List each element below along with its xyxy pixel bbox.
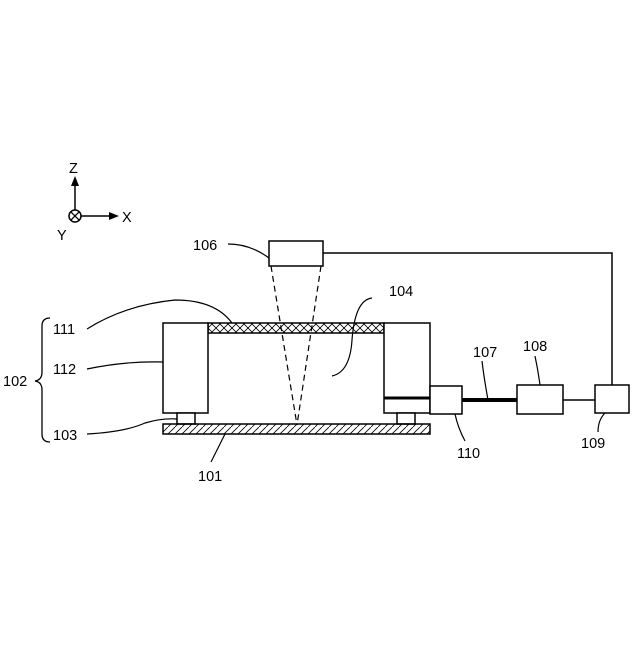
label-103: 103 bbox=[53, 428, 77, 444]
z-arrowhead bbox=[71, 176, 79, 186]
component-103-left-foot bbox=[177, 413, 195, 424]
component-103-right-foot bbox=[397, 413, 415, 424]
label-110: 110 bbox=[457, 446, 480, 462]
component-108-box bbox=[517, 385, 563, 414]
coordinate-axes: Z X Y bbox=[57, 161, 132, 244]
label-108: 108 bbox=[523, 339, 547, 355]
component-109-box bbox=[595, 385, 629, 413]
view-cone-right bbox=[297, 266, 321, 425]
y-axis-label: Y bbox=[57, 228, 67, 244]
label-112: 112 bbox=[53, 362, 76, 378]
component-106-box bbox=[269, 241, 323, 266]
x-arrowhead bbox=[109, 212, 119, 220]
label-109: 109 bbox=[581, 436, 605, 452]
label-107: 107 bbox=[473, 345, 497, 361]
x-axis-label: X bbox=[122, 210, 132, 226]
z-axis-label: Z bbox=[69, 161, 78, 177]
leader-112 bbox=[87, 362, 163, 369]
component-111-window bbox=[208, 323, 384, 333]
leader-104 bbox=[332, 298, 372, 376]
leader-108 bbox=[535, 356, 540, 385]
view-cone-left bbox=[271, 266, 297, 425]
leader-107 bbox=[482, 361, 488, 400]
component-101-base bbox=[163, 424, 430, 434]
component-110-box bbox=[430, 386, 462, 414]
label-101: 101 bbox=[198, 469, 222, 485]
label-104: 104 bbox=[389, 284, 413, 300]
label-111: 111 bbox=[53, 322, 75, 338]
component-112-left-wall bbox=[163, 323, 208, 413]
wire-106-to-109 bbox=[323, 253, 612, 385]
bracket-102 bbox=[35, 318, 50, 442]
leader-101 bbox=[211, 434, 225, 462]
leader-106 bbox=[228, 244, 269, 258]
label-102: 102 bbox=[3, 374, 27, 390]
leader-109 bbox=[598, 413, 605, 432]
leader-110 bbox=[455, 414, 465, 441]
label-106: 106 bbox=[193, 238, 217, 254]
